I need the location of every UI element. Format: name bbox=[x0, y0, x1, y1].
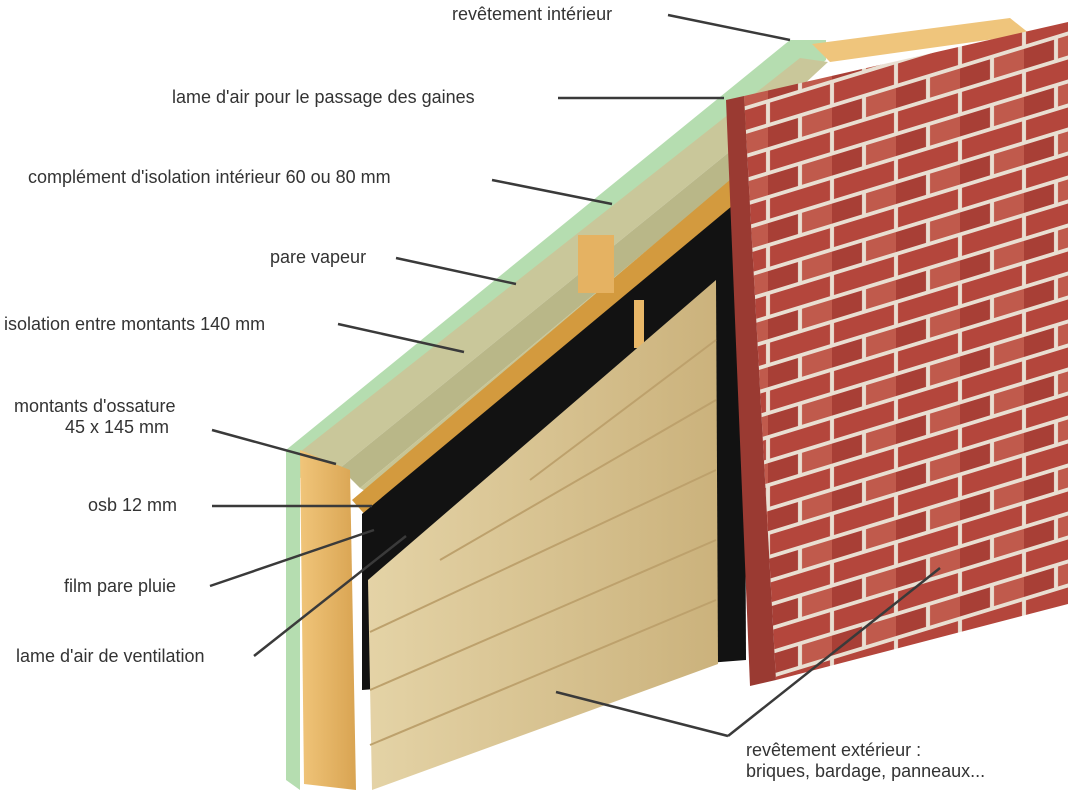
label-osb: osb 12 mm bbox=[88, 495, 178, 515]
brick-wall-front bbox=[744, 22, 1068, 680]
insulation-stud-layer bbox=[340, 140, 744, 488]
brick-wall-side bbox=[726, 96, 776, 686]
label-frame-studs: montants d'ossature 45 x 145 mm bbox=[14, 396, 220, 438]
siding-boards bbox=[369, 339, 717, 746]
exterior-siding bbox=[368, 280, 718, 790]
leader-ventilation-gap bbox=[253, 535, 407, 657]
leader-extra-insulation bbox=[491, 178, 613, 206]
leader-exterior-cladding-b bbox=[727, 567, 941, 737]
label-vapour-barrier: pare vapeur bbox=[270, 247, 367, 267]
label-exterior-cladding: revêtement extérieur : briques, bardage,… bbox=[746, 740, 985, 782]
label-stud-insulation: isolation entre montants 140 mm bbox=[4, 314, 266, 334]
leader-frame-studs bbox=[211, 428, 337, 466]
leader-lines bbox=[209, 13, 941, 738]
label-exterior-cladding-line1: revêtement extérieur : bbox=[746, 740, 922, 760]
label-frame-studs-line1: montants d'ossature bbox=[14, 396, 176, 416]
leader-stud-insulation bbox=[337, 322, 465, 354]
osb-board bbox=[352, 168, 750, 518]
label-service-air-gap: lame d'air pour le passage des gaines bbox=[172, 87, 475, 107]
top-plate bbox=[812, 18, 1030, 62]
label-rain-film: film pare pluie bbox=[64, 576, 177, 596]
label-exterior-cladding-line2: briques, bardage, panneaux... bbox=[746, 761, 986, 781]
label-frame-studs-line2: 45 x 145 mm bbox=[64, 417, 170, 437]
leader-interior-cladding bbox=[667, 13, 791, 42]
leader-vapour-barrier bbox=[395, 256, 517, 286]
leader-rain-film bbox=[209, 528, 375, 588]
label-ventilation-gap: lame d'air de ventilation bbox=[16, 646, 205, 666]
label-extra-interior-insulation: complément d'isolation intérieur 60 ou 8… bbox=[28, 167, 391, 187]
batten-detail bbox=[634, 300, 644, 348]
frame-stud-front bbox=[300, 450, 356, 790]
label-interior-cladding: revêtement intérieur bbox=[452, 4, 613, 24]
leader-exterior-cladding-a bbox=[555, 690, 729, 738]
frame-stud-detail bbox=[578, 235, 614, 293]
insulation-interior-layer bbox=[300, 58, 828, 468]
